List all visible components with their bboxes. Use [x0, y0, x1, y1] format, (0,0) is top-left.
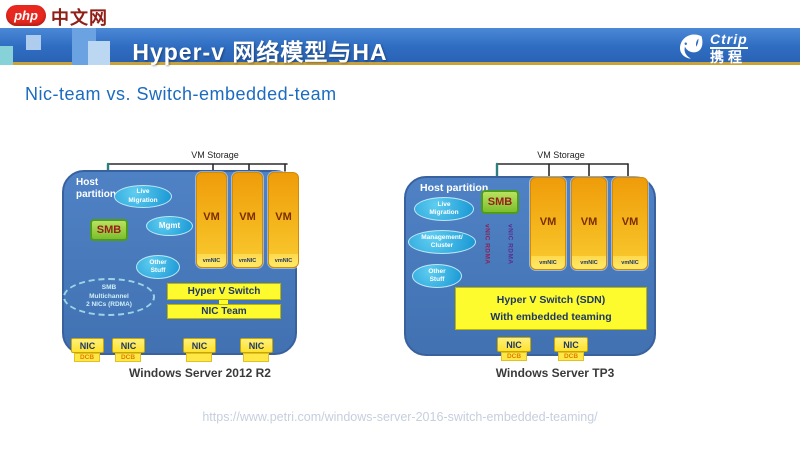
vmnic-label: vmNIC — [572, 256, 606, 269]
dcb-tag: DCB — [115, 353, 141, 362]
embedded-teaming-label: With embedded teaming — [490, 311, 612, 324]
vm-box: VM vmNIC — [268, 172, 299, 268]
header-deco-square — [26, 35, 41, 50]
nic-tab — [186, 353, 212, 362]
ctrip-name-cn: 携程 — [710, 49, 746, 65]
nic-tab — [243, 353, 269, 362]
nic-box: NIC — [497, 337, 531, 352]
ctrip-logo: Ctrip 携程 — [676, 32, 794, 64]
smb-multichannel-ellipse: SMB Multichannel 2 NICs (RDMA) — [63, 278, 155, 316]
nic-box: NIC — [554, 337, 588, 352]
switch-sdn-label: Hyper V Switch (SDN) — [496, 293, 606, 306]
hyper-v-switch-sdn-box: Hyper V Switch (SDN) With embedded teami… — [455, 287, 647, 330]
slide-title: Hyper-v 网络模型与HA — [132, 39, 388, 65]
vmnic-label: vmNIC — [269, 254, 298, 267]
other-stuff-ellipse: Other Stuff — [136, 255, 180, 279]
management-cluster-ellipse: Management/ Cluster — [408, 230, 476, 254]
mgmt-ellipse: Mgmt — [146, 216, 193, 236]
nic-box: NIC — [183, 338, 216, 353]
live-migration-ellipse: Live Migration — [414, 197, 474, 221]
php-logo-text: php — [14, 8, 38, 23]
switch-team-connector — [219, 300, 228, 304]
nic-box: NIC — [240, 338, 273, 353]
vm-box: VM vmNIC — [530, 177, 566, 270]
dcb-tag: DCB — [558, 352, 584, 361]
dcb-tag: DCB — [74, 353, 100, 362]
hyper-v-switch-bar: Hyper V Switch — [167, 283, 281, 300]
vm-label: VM — [275, 211, 292, 223]
vmnic-label: vmNIC — [233, 254, 262, 267]
vmnic-label: vmNIC — [197, 254, 226, 267]
site-name[interactable]: 中文网 — [51, 8, 108, 28]
nic-box: NIC — [112, 338, 145, 353]
vm-label: VM — [539, 216, 557, 228]
vm-label: VM — [239, 211, 256, 223]
source-url[interactable]: https://www.petri.com/windows-server-201… — [202, 410, 598, 424]
php-logo[interactable]: php — [6, 5, 46, 26]
ctrip-name-en: Ctrip — [710, 31, 748, 49]
right-host-partition-label: Host partition — [420, 182, 489, 194]
vm-box: VM vmNIC — [571, 177, 607, 270]
left-host-partition-label: Host partition — [76, 177, 116, 200]
header-deco-square — [0, 46, 13, 65]
ctrip-dolphin-icon — [676, 31, 706, 66]
vm-label: VM — [203, 211, 220, 223]
live-migration-ellipse: Live Migration — [114, 185, 172, 208]
vm-box: VM vmNIC — [612, 177, 648, 270]
vm-label: VM — [621, 216, 639, 228]
vm-box: VM vmNIC — [196, 172, 227, 268]
left-vm-storage-label: VM Storage — [191, 150, 239, 160]
vmnic-label: vmNIC — [531, 256, 565, 269]
slide-subtitle: Nic-team vs. Switch-embedded-team — [25, 84, 337, 104]
vm-box: VM vmNIC — [232, 172, 263, 268]
smb-box: SMB — [481, 190, 519, 214]
left-diagram-caption: Windows Server 2012 R2 — [129, 366, 271, 380]
vnic-rdma-label: vNIC RDMA — [506, 224, 514, 265]
nic-box: NIC — [71, 338, 104, 353]
header-deco-square — [88, 41, 110, 65]
other-stuff-ellipse: Other Stuff — [412, 264, 462, 288]
vnic-rdma-label: vNIC RDMA — [483, 224, 491, 265]
slide-title-bar — [0, 28, 800, 65]
right-diagram-caption: Windows Server TP3 — [495, 366, 615, 380]
right-vm-storage-label: VM Storage — [537, 150, 585, 160]
dcb-tag: DCB — [501, 352, 527, 361]
nic-team-bar: NIC Team — [167, 304, 281, 319]
vm-label: VM — [580, 216, 598, 228]
smb-box: SMB — [90, 219, 128, 241]
vmnic-label: vmNIC — [613, 256, 647, 269]
